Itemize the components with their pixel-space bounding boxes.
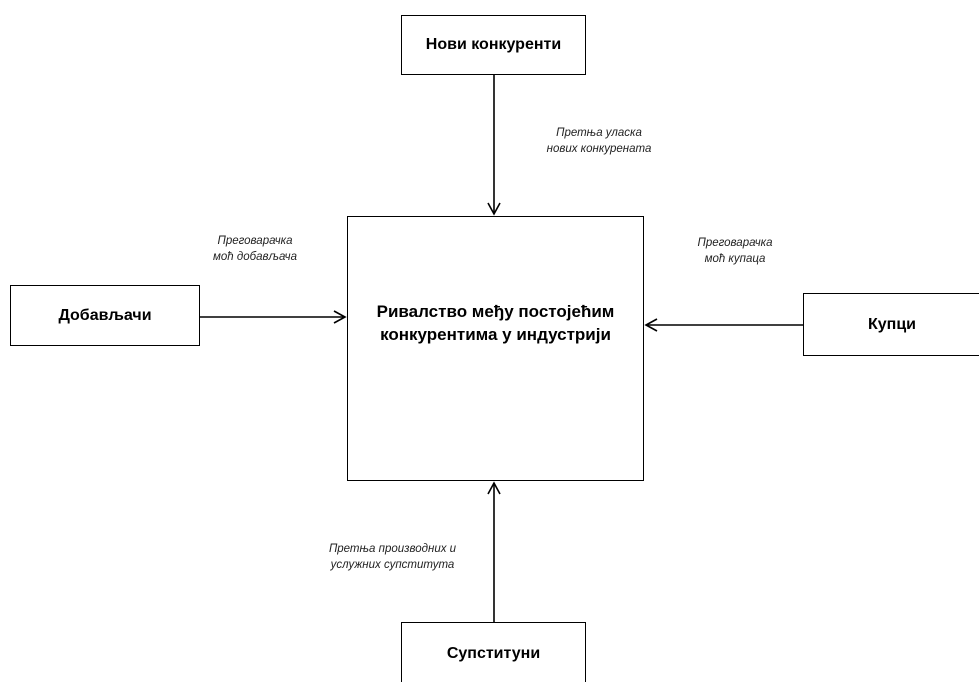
box-suppliers: Добављачи [10, 285, 200, 346]
label-buyer-power: Преговарачка моћ купаца [655, 235, 815, 267]
label-threat-of-new-entrants: Претња уласка нових конкурената [514, 125, 684, 157]
label-buyer-power-line-2: моћ купаца [704, 253, 766, 265]
rivalry-title-line-1: Ривалство међу постојећим [376, 302, 615, 321]
box-new-entrants-label: Нови конкуренти [425, 36, 562, 53]
box-buyers-label: Купци [868, 315, 916, 333]
box-suppliers-label: Добављачи [58, 306, 152, 324]
label-threat-of-new-entrants-line-1: Претња уласка [556, 127, 642, 139]
label-threat-of-substitutes-line-2: услужних супститута [330, 559, 455, 571]
label-supplier-power-line-1: Преговарачка [217, 235, 293, 247]
label-buyer-power-line-1: Преговарачка [697, 237, 773, 249]
label-threat-of-substitutes: Претња производних и услужних супститута [300, 541, 485, 573]
box-substitutes: Супституни [401, 622, 586, 682]
label-threat-of-new-entrants-line-2: нових конкурената [546, 143, 652, 155]
rivalry-title-line-2: конкурентима у индустрији [380, 325, 611, 344]
rivalry-box: Ривалство међу постојећим конкурентима у… [347, 216, 644, 481]
label-threat-of-substitutes-line-1: Претња производних и [328, 543, 457, 555]
box-new-entrants: Нови конкуренти [401, 15, 586, 75]
box-buyers: Купци [803, 293, 979, 356]
label-supplier-power-line-2: моћ добављача [213, 251, 297, 263]
label-supplier-power: Преговарачка моћ добављача [175, 233, 335, 265]
box-substitutes-label: Супституни [446, 645, 541, 662]
rivalry-title: Ривалство међу постојећим конкурентима у… [348, 300, 643, 346]
